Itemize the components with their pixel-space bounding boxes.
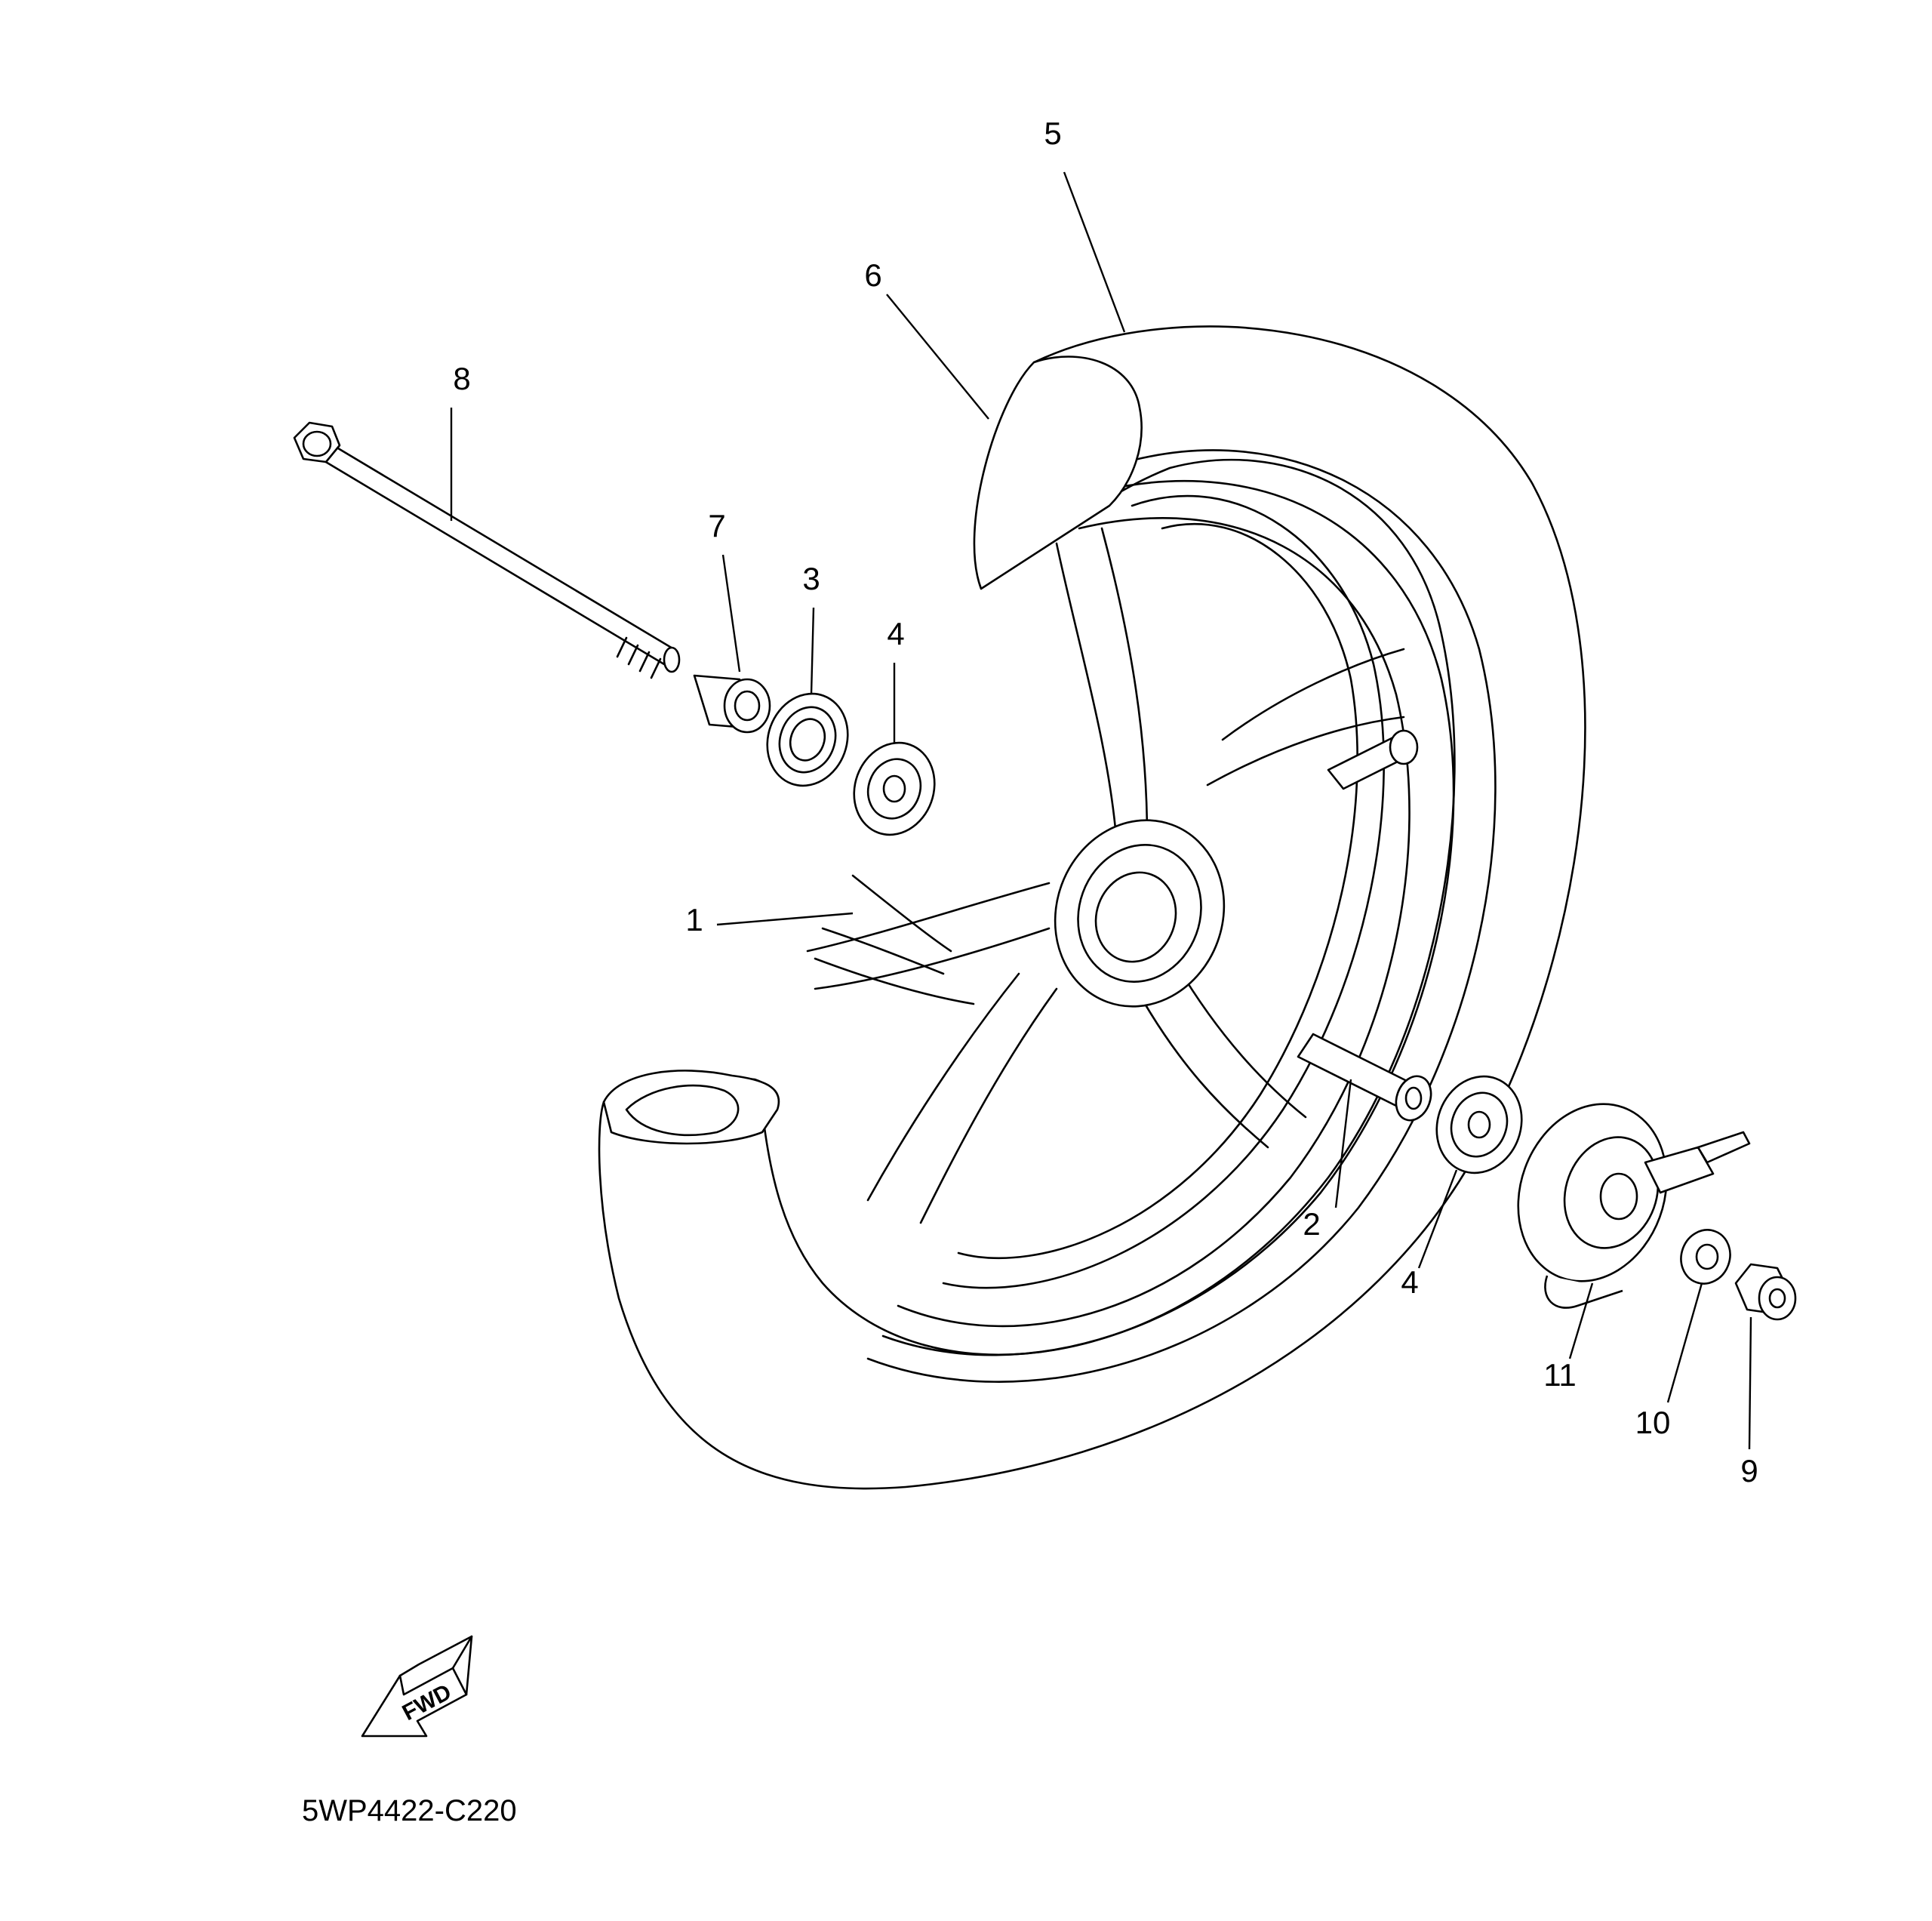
washer-part-10: [1680, 1229, 1731, 1285]
disc-edge: [821, 874, 952, 975]
arrow-left-down-icon: [361, 1635, 473, 1738]
callout-part-4-upper: 4: [887, 616, 904, 651]
callout-part-8: 8: [453, 361, 470, 396]
wheel-assembly: [598, 325, 1586, 1490]
oil-seal-part-3: [766, 692, 849, 787]
gear-unit-part-11: [1517, 1103, 1751, 1309]
axle-part-8: [293, 421, 681, 679]
callout-part-3: 3: [802, 561, 820, 596]
collar-part-7: [693, 674, 771, 734]
tire-section-top: [973, 356, 1143, 590]
wheel-hub: [1054, 819, 1226, 1008]
callout-part-1: 1: [685, 902, 703, 937]
callout-part-9: 9: [1740, 1453, 1758, 1488]
callout-part-11: 11: [1543, 1357, 1577, 1393]
callout-part-7: 7: [708, 508, 725, 543]
bearing-part-4-upper: [853, 741, 936, 836]
callout-part-5: 5: [1044, 115, 1061, 151]
fwd-direction-marker: FWD: [361, 1635, 473, 1738]
callout-part-10: 10: [1635, 1405, 1671, 1440]
callout-part-4-lower: 4: [1401, 1264, 1418, 1300]
callout-labels: 5 6 8 7 3 4 1 2 4 11 10 9: [453, 115, 1758, 1488]
callout-part-6: 6: [864, 257, 881, 293]
spoke: [1055, 542, 1118, 847]
bearing-part-4-lower: [1435, 1075, 1523, 1174]
nut-part-9: [1734, 1263, 1797, 1321]
diagram-code: 5WP4422-C220: [302, 1794, 517, 1827]
leader-lines: [450, 171, 1752, 1450]
spacer-part-2: [1297, 1033, 1432, 1122]
callout-part-2: 2: [1303, 1206, 1320, 1242]
tire-section-bottom: [602, 1070, 780, 1145]
